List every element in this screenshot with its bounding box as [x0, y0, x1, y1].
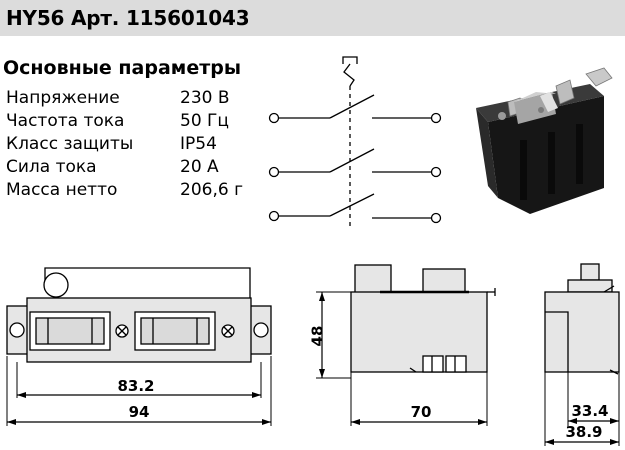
- dim-side-width: 70: [411, 403, 432, 421]
- product-title: HY56 Арт. 115601043: [6, 6, 250, 30]
- product-photo: [476, 67, 613, 214]
- param-label: Частота тока: [6, 111, 125, 131]
- param-value: 50 Гц: [180, 111, 229, 131]
- param-label: Класс защиты: [6, 134, 134, 154]
- front-view-drawing: [6, 267, 272, 426]
- end-view-drawing: [544, 263, 620, 446]
- dim-end-outer: 38.9: [565, 423, 602, 441]
- param-value: IP54: [180, 134, 217, 154]
- param-value: 20 А: [180, 157, 219, 177]
- switch-schematic: [268, 56, 442, 226]
- title-bar: [0, 0, 625, 36]
- dim-end-inner: 33.4: [571, 402, 608, 420]
- param-value: 230 В: [180, 88, 230, 108]
- dim-side-height: 48: [309, 326, 327, 347]
- params-heading: Основные параметры: [3, 57, 242, 79]
- param-label: Сила тока: [6, 157, 97, 177]
- dim-front-outer: 94: [129, 403, 150, 421]
- dim-front-inner: 83.2: [117, 377, 154, 395]
- param-label: Напряжение: [6, 88, 120, 108]
- param-label: Масса нетто: [6, 180, 118, 200]
- param-value: 206,6 г: [180, 180, 244, 200]
- side-view-drawing: [316, 264, 496, 426]
